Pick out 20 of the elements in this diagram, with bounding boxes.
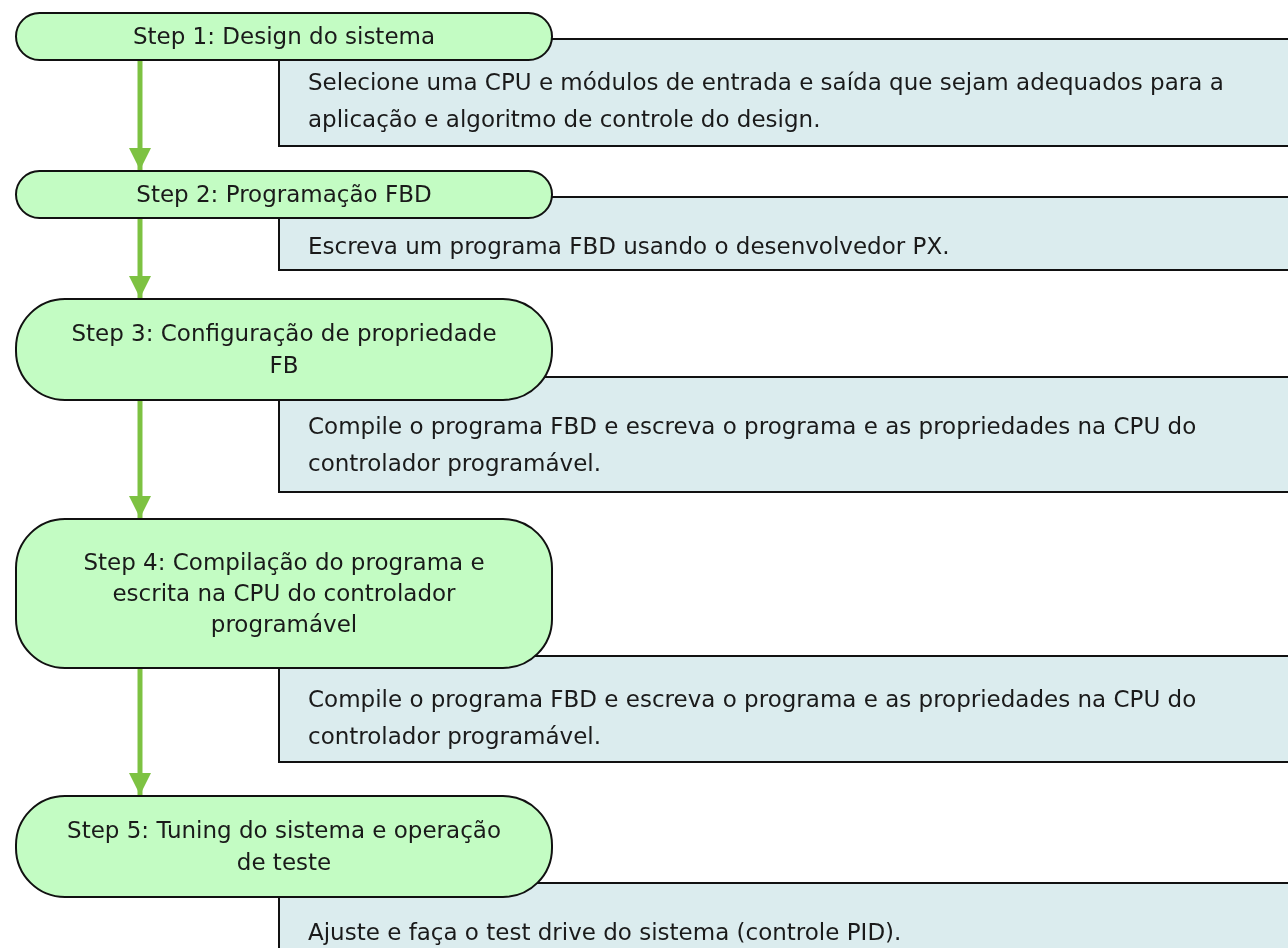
step-description: Escreva um programa FBD usando o desenvolvedor PX. [308,233,950,259]
step-terminal [15,518,553,669]
arrow [129,61,151,170]
step-terminal [15,12,553,61]
step-title: Step 4: Compilação do programa e escrita na CPU do controlador programável [82,547,486,639]
step-description: Ajuste e faça o test drive do sistema (controle PID). [308,919,902,945]
description-box [278,655,1288,763]
step-title: Step 3: Configuração de propriedade FB [70,319,498,380]
description-box [278,882,1288,948]
step-title: Step 2: Programação FBD [136,179,432,209]
step-terminal [15,170,553,219]
step-title: Step 5: Tuning do sistema e operação de teste [66,816,502,877]
step-description: Compile o programa FBD e escreva o programa e as propriedades na CPU do controlador programável. [308,686,1197,749]
step-description: Selecione uma CPU e módulos de entrada e saída que sejam adequados para a aplicação e algoritmo de controle do design. [308,69,1224,132]
step-description: Compile o programa FBD e escreva o programa e as propriedades na CPU do controlador programável. [308,413,1197,476]
description-box [278,376,1288,493]
arrow [129,401,151,518]
arrow [129,669,151,795]
arrow [129,219,151,298]
step-title: Step 1: Design do sistema [132,21,436,51]
